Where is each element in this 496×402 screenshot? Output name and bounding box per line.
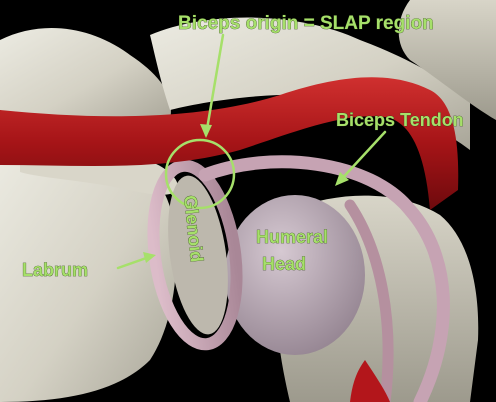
humeral-head bbox=[225, 195, 365, 355]
label-biceps-tendon: Biceps Tendon bbox=[336, 110, 464, 130]
label-humeral-line2: Head bbox=[262, 254, 306, 274]
label-biceps-origin: Biceps origin = SLAP region bbox=[178, 13, 434, 34]
label-humeral-line1: Humeral bbox=[256, 227, 328, 247]
label-labrum: Labrum bbox=[22, 260, 88, 280]
